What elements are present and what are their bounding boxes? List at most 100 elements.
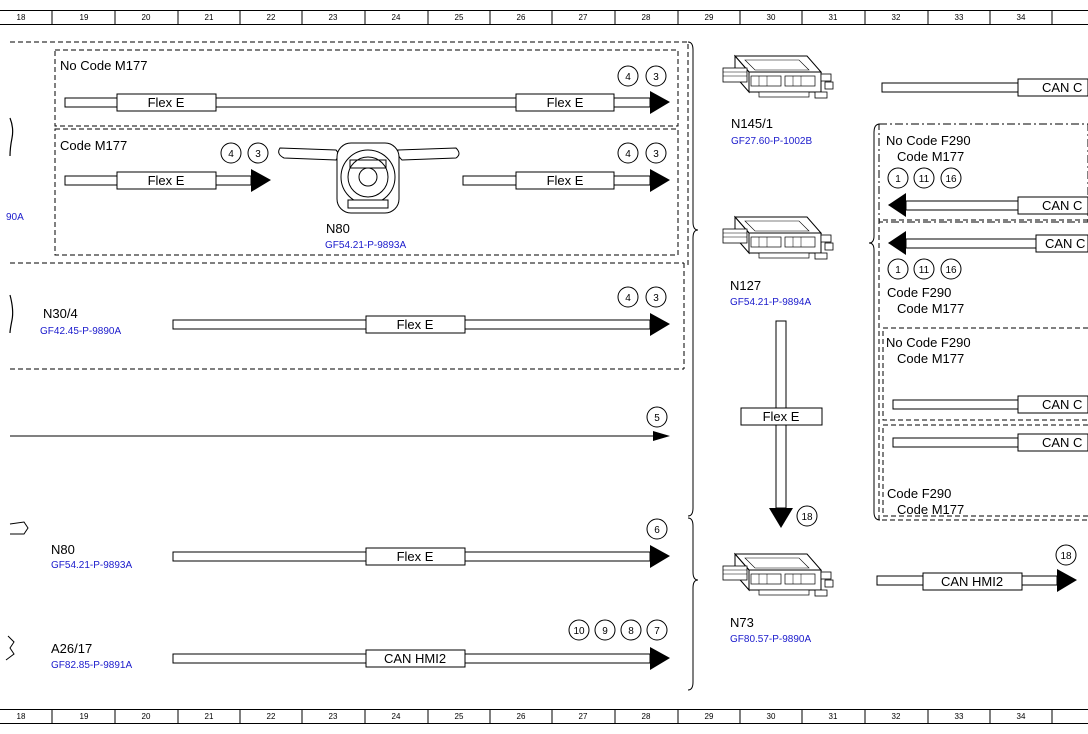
ruler-label: 23 (329, 13, 338, 22)
reference-marker: 1 (895, 174, 901, 185)
ruler-label: 33 (955, 712, 964, 721)
control-unit-icon (722, 216, 834, 260)
control-unit-icon (722, 553, 834, 597)
ruler-label: 21 (205, 712, 214, 721)
ruler-label: 20 (142, 13, 151, 22)
ruler-label: 32 (892, 13, 901, 22)
reference-marker: 4 (228, 149, 234, 160)
ruler-label: 30 (767, 13, 776, 22)
bus-label: Flex E (397, 317, 434, 332)
component-label: N80 (326, 221, 350, 236)
block-subtitle: Code M177 (897, 351, 964, 366)
bus-label: Flex E (547, 95, 584, 110)
group-frame-right (878, 219, 1088, 521)
bus-label-box (116, 78, 1088, 668)
ruler-label: 34 (1017, 13, 1026, 22)
ruler-top: 18 19 20 21 22 23 24 25 26 27 28 29 30 3… (0, 10, 1088, 25)
reference-marker: 3 (653, 293, 659, 304)
bus-label: Flex E (547, 173, 584, 188)
bus-label: CAN HMI2 (941, 574, 1003, 589)
component-ref: GF54.21-P-9893A (325, 240, 406, 251)
steering-switch-icon (278, 142, 460, 214)
group-brace-right (868, 123, 881, 521)
block-no-code-f290 (878, 123, 1088, 223)
component-ref: GF54.21-P-9893A (51, 560, 132, 571)
ruler-label: 28 (642, 13, 651, 22)
block-title: No Code F290 (886, 133, 971, 148)
reference-marker: 8 (628, 626, 634, 637)
reference-marker: 9 (602, 626, 608, 637)
component-ref: GF54.21-P-9894A (730, 297, 811, 308)
reference-marker: 6 (654, 525, 660, 536)
ruler-label: 31 (829, 13, 838, 22)
reference-marker: 18 (1060, 551, 1072, 562)
ruler-label: 18 (17, 712, 26, 721)
reference-marker: 11 (919, 265, 930, 276)
component-ref: GF80.57-P-9890A (730, 634, 811, 645)
block-subtitle: Code M177 (897, 502, 964, 517)
bus-label: CAN C (1045, 236, 1085, 251)
ruler-label: 22 (267, 13, 276, 22)
control-unit-icon (722, 55, 834, 99)
block-title: Code F290 (887, 486, 951, 501)
reference-marker: 16 (945, 265, 957, 276)
component-ref: GF27.60-P-1002B (731, 136, 812, 147)
block-title: Code F290 (887, 285, 951, 300)
block-code-m177 (54, 128, 679, 256)
bus-label: Flex E (148, 173, 185, 188)
ruler-label: 18 (17, 13, 26, 22)
group-brace (687, 41, 699, 517)
bus-label: Flex E (148, 95, 185, 110)
block-no-code-m177 (54, 49, 679, 127)
partial-component-icon (9, 294, 14, 334)
bus-label: CAN C (1042, 80, 1082, 95)
partial-component-icon (9, 521, 29, 535)
ruler-label: 27 (579, 712, 588, 721)
reference-marker: 16 (945, 174, 957, 185)
arrow-head (251, 91, 1077, 670)
ruler-label: 22 (267, 712, 276, 721)
bus-label: CAN C (1042, 198, 1082, 213)
block-code-f290-2 (882, 424, 1088, 517)
component-label: N73 (730, 615, 754, 630)
block-title: No Code M177 (60, 58, 147, 73)
ruler-label: 19 (80, 712, 89, 721)
block-no-code-f290-2 (882, 327, 1088, 421)
ruler-label: 20 (142, 712, 151, 721)
reference-marker: 4 (625, 149, 631, 160)
reference-marker: 3 (255, 149, 261, 160)
ruler-label: 28 (642, 712, 651, 721)
ruler-label: 24 (392, 13, 401, 22)
bus-label: CAN C (1042, 397, 1082, 412)
component-label: N145/1 (731, 116, 773, 131)
reference-marker: 3 (653, 72, 659, 83)
ruler-label: 29 (705, 712, 714, 721)
component-label: N30/4 (43, 306, 78, 321)
block-title: Code M177 (60, 138, 127, 153)
block-subtitle: Code M177 (897, 149, 964, 164)
reference-marker: 18 (801, 512, 813, 523)
reference-marker: 5 (654, 413, 660, 424)
ruler-label: 27 (579, 13, 588, 22)
partial-component-icon (5, 635, 15, 661)
reference-marker: 4 (625, 72, 631, 83)
reference-marker: 10 (573, 626, 585, 637)
ruler-label: 29 (705, 13, 714, 22)
ruler-label: 19 (80, 13, 89, 22)
reference-marker: 4 (625, 293, 631, 304)
ruler-label: 32 (892, 712, 901, 721)
bus-label: CAN C (1042, 435, 1082, 450)
ruler-bottom: 18 19 20 21 22 23 24 25 26 27 28 29 30 3… (0, 709, 1088, 724)
reference-marker-ring (220, 65, 1077, 641)
reference-marker: 7 (654, 626, 660, 637)
ruler-label: 24 (392, 712, 401, 721)
component-label: A26/17 (51, 641, 92, 656)
group-frame (10, 41, 689, 265)
reference-marker: 11 (919, 174, 930, 185)
component-label: N127 (730, 278, 761, 293)
bus-label: Flex E (397, 549, 434, 564)
block-subtitle: Code M177 (897, 301, 964, 316)
bus-label: Flex E (763, 409, 800, 424)
component-label: GF82.85-P-9891A (51, 660, 132, 671)
